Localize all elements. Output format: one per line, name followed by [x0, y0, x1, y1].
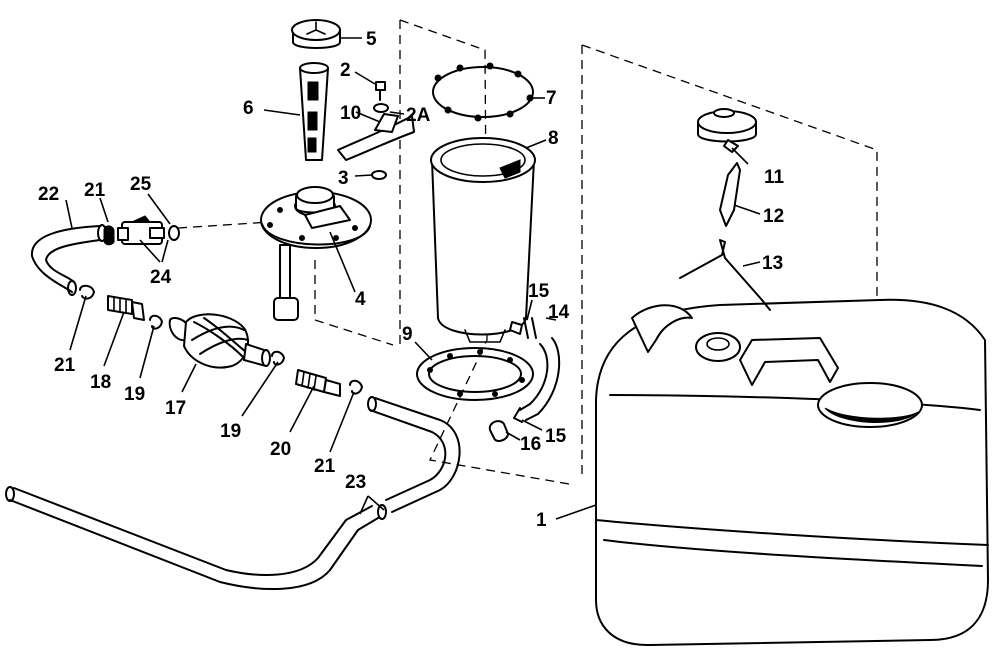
- leader-lines: [65, 37, 761, 520]
- callout-11: 11: [764, 167, 785, 188]
- callout-15-top: 15: [528, 281, 550, 302]
- hose-fitting-20: [295, 369, 341, 397]
- callout-2a: 2A: [406, 105, 431, 126]
- callout-9: 9: [402, 324, 413, 345]
- tank-connector: [117, 215, 180, 245]
- hose-clamp-upper: [523, 317, 537, 339]
- callout-22: 22: [38, 184, 59, 205]
- callout-2: 2: [340, 60, 351, 81]
- callout-16: 16: [520, 434, 541, 455]
- hose-clamp-22: [103, 225, 115, 246]
- gauge-cap: [291, 19, 341, 49]
- check-valve: [488, 420, 509, 442]
- callout-8: 8: [548, 128, 559, 149]
- callout-15-bottom: 15: [545, 426, 567, 447]
- callout-23: 23: [345, 472, 366, 493]
- callout-14: 14: [548, 302, 570, 323]
- callout-labels: 5 2 2A 6 10 3 4 7 8 9 11 12 13 15 14 15 …: [38, 29, 785, 531]
- hose-clamp-21-left: [79, 284, 95, 300]
- fuel-gauge-assembly: [260, 186, 372, 321]
- callout-24: 24: [150, 267, 172, 288]
- callout-10: 10: [340, 103, 361, 124]
- callout-12: 12: [763, 206, 784, 227]
- hose-clamp-19-left: [149, 314, 163, 330]
- long-fuel-hose: [5, 396, 461, 591]
- callout-18: 18: [90, 372, 111, 393]
- filter-canister: [430, 137, 536, 343]
- callout-4: 4: [355, 289, 366, 310]
- tank-handle-spring: [679, 239, 771, 311]
- screw-washer: [373, 103, 389, 113]
- callout-7: 7: [546, 88, 557, 109]
- callout-5: 5: [366, 29, 377, 50]
- gauge-lens: [299, 62, 329, 161]
- hose-clamp-21-right: [349, 379, 363, 395]
- callout-20: 20: [270, 439, 291, 460]
- vent-hose: [519, 337, 561, 421]
- callout-21-right: 21: [314, 456, 336, 477]
- callout-3: 3: [338, 168, 349, 189]
- callout-25: 25: [130, 174, 152, 195]
- tank-fill-cap: [697, 108, 757, 153]
- hose-clamp-lower: [513, 407, 523, 423]
- cap-retainer-clip: [719, 162, 741, 227]
- fuel-tank: [595, 298, 989, 647]
- callout-13: 13: [762, 253, 783, 274]
- canister-gasket: [416, 347, 534, 401]
- gauge-gasket: [432, 62, 534, 122]
- lower-washer: [371, 170, 387, 180]
- mounting-screw: [375, 81, 386, 101]
- hose-fitting-18: [107, 295, 145, 321]
- callout-1: 1: [536, 510, 547, 531]
- callout-17: 17: [165, 398, 186, 419]
- fuel-gauge-clamp: [337, 113, 415, 161]
- short-fuel-hose: [30, 224, 107, 296]
- callout-21-top: 21: [84, 180, 106, 201]
- callout-19-right: 19: [220, 421, 241, 442]
- callout-19-left: 19: [124, 384, 145, 405]
- callout-21-left: 21: [54, 355, 76, 376]
- primer-bulb: [168, 313, 271, 369]
- callout-6: 6: [243, 98, 254, 119]
